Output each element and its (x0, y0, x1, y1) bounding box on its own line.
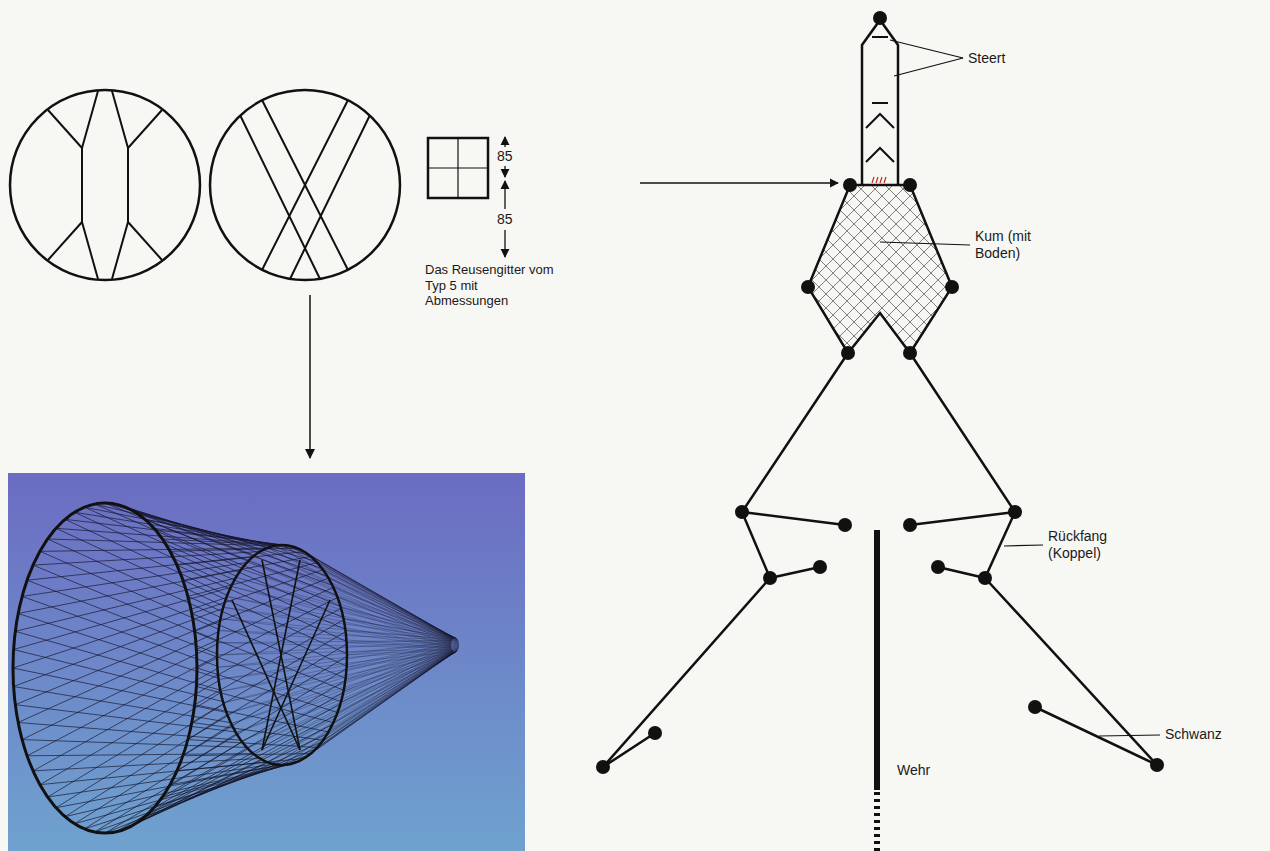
anchor-dot (596, 760, 610, 774)
ring-grid (262, 560, 300, 750)
mesh-strand (227, 645, 451, 714)
part-label: Rückfang (Koppel) (1048, 528, 1134, 562)
mesh-strand (337, 596, 459, 645)
kum-outline (808, 185, 952, 353)
mesh-strand (95, 755, 310, 832)
mesh-strand (328, 577, 456, 638)
mesh-strand (343, 619, 459, 647)
mesh-strand (125, 507, 327, 576)
mesh-strand (296, 548, 457, 640)
mesh-strand (192, 570, 323, 614)
part-label: Steert (968, 50, 1005, 67)
mesh-strand (145, 715, 337, 817)
mesh-strand (154, 528, 283, 545)
mesh-strand (343, 619, 457, 640)
mesh-strand (345, 631, 458, 648)
mesh-strand (333, 586, 456, 638)
weir-dashed (874, 792, 880, 851)
part-label: Wehr (897, 762, 930, 779)
part-label: Kum (mit Boden) (975, 228, 1067, 262)
mesh-strand (231, 586, 451, 644)
anchor-dot (1150, 758, 1164, 772)
mesh-strand (22, 596, 217, 666)
net-ring (13, 503, 197, 833)
mesh-strand (236, 577, 451, 643)
anchor-dot (838, 518, 852, 532)
mesh-strand (261, 649, 452, 759)
mesh-strand (347, 643, 459, 649)
mesh-strand (18, 614, 218, 679)
mesh-strand (56, 528, 224, 606)
mesh-strand (195, 578, 329, 631)
anchor-dot (978, 571, 992, 585)
mesh-strand (15, 631, 220, 690)
leader-lines (880, 40, 1160, 736)
mesh-strand (345, 631, 457, 640)
mesh-strand (341, 607, 457, 639)
anchor-dot (813, 560, 827, 574)
net-ring-drawing (10, 90, 400, 280)
mesh-strand (268, 548, 457, 639)
anchor-dots (596, 11, 1164, 774)
anchor-dot (843, 178, 857, 192)
mesh-strand (115, 504, 322, 568)
net-ring (217, 545, 347, 765)
anchor-dot (945, 280, 959, 294)
red-mark (872, 177, 886, 183)
weir (874, 530, 880, 790)
photo-background (8, 473, 525, 851)
anchor-dot (735, 505, 749, 519)
mesh-strand (18, 722, 241, 740)
mesh-strand (115, 742, 322, 832)
mesh-strand (135, 512, 332, 585)
anchor-dot (903, 178, 917, 192)
anchor-dot (1028, 700, 1042, 714)
mesh-strand (27, 580, 217, 654)
pointer-arrow (309, 295, 311, 458)
ring-grid (262, 560, 300, 750)
dimension-label: 85 (497, 211, 513, 228)
dimension-label: 85 (497, 148, 513, 165)
mesh-strand (254, 556, 452, 642)
mesh-strand (268, 652, 457, 763)
net-mesh-photo (13, 503, 459, 833)
mesh-strand (347, 640, 458, 642)
ring-grid (262, 600, 330, 750)
anchor-dot (873, 11, 887, 25)
mesh-strand (162, 539, 290, 546)
mesh-strand (177, 552, 304, 566)
mesh-strand (303, 551, 458, 641)
mesh-strand (75, 512, 232, 585)
mesh-strand (33, 758, 260, 770)
mesh-strand (40, 762, 267, 785)
anchor-dot (903, 346, 917, 360)
anchor-dot (801, 280, 815, 294)
mesh-strand (217, 650, 452, 668)
caption-label: Das Reusengitter vom Typ 5 mit Abmessung… (425, 262, 560, 309)
mesh-strand (328, 577, 459, 643)
mesh-strand (323, 569, 459, 643)
anchor-dot (841, 346, 855, 360)
ring-grid (232, 600, 300, 750)
anchor-dot (648, 726, 662, 740)
anchor-dot (1008, 505, 1022, 519)
mesh-strand (170, 548, 297, 551)
anchor-dot (763, 571, 777, 585)
mesh-strand (14, 686, 231, 722)
part-label: Schwanz (1165, 726, 1222, 743)
mesh-strand (275, 651, 457, 764)
mesh-strand (341, 607, 459, 646)
anchor-dot (903, 518, 917, 532)
pointer-arrow (640, 182, 838, 183)
mesh-strand (22, 740, 247, 748)
anchor-dot (931, 560, 945, 574)
grid-square (428, 138, 488, 198)
mesh-strand (183, 556, 311, 580)
mesh-strand (231, 646, 451, 724)
mesh-strand (27, 754, 253, 756)
mesh-strand (333, 586, 459, 644)
mesh-strand (75, 763, 296, 824)
